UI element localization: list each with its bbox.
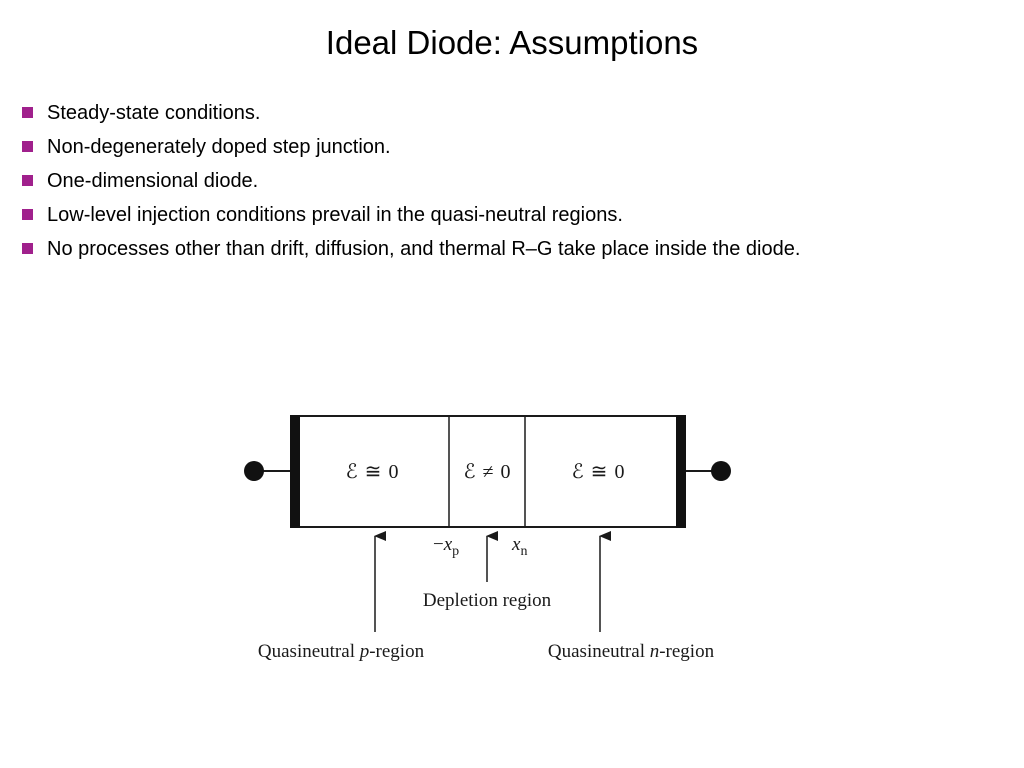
bullet-text: One-dimensional diode.	[47, 169, 259, 192]
bullet-text: Non-degenerately doped step junction.	[47, 135, 391, 158]
square-bullet-icon	[22, 106, 33, 118]
bullet-item: Non-degenerately doped step junction.	[22, 130, 800, 164]
bullet-item: Low-level injection conditions prevail i…	[22, 198, 800, 232]
bullet-item: One-dimensional diode.	[22, 164, 800, 198]
depletion-region-label: Depletion region	[423, 590, 552, 611]
left-contact	[290, 415, 300, 528]
square-bullet-icon	[22, 208, 33, 220]
p-region-field-label: ℰ ≅ 0	[346, 461, 399, 483]
square-bullet-icon	[22, 174, 33, 186]
n-region-field-label: ℰ ≅ 0	[572, 461, 625, 483]
bullet-text: Steady-state conditions.	[47, 101, 261, 124]
square-bullet-icon	[22, 242, 33, 254]
bullet-list: Steady-state conditions. Non-degeneratel…	[22, 96, 800, 266]
bullet-text: No processes other than drift, diffusion…	[47, 237, 801, 260]
right-terminal-dot	[711, 461, 731, 481]
left-terminal-dot	[244, 461, 264, 481]
n-region-label: Quasineutral n-region	[548, 641, 715, 662]
boundary-xp-label: −xp	[433, 534, 459, 559]
bullet-item: No processes other than drift, diffusion…	[22, 232, 800, 266]
depletion-field-label: ℰ ≠ 0	[463, 461, 510, 483]
bullet-item: Steady-state conditions.	[22, 96, 800, 130]
p-region-label: Quasineutral p-region	[258, 641, 425, 662]
right-contact	[676, 415, 686, 528]
slide-title: Ideal Diode: Assumptions	[325, 24, 699, 61]
square-bullet-icon	[22, 140, 33, 152]
bullet-text: Low-level injection conditions prevail i…	[47, 203, 623, 226]
boundary-xn-label: xn	[511, 534, 527, 559]
